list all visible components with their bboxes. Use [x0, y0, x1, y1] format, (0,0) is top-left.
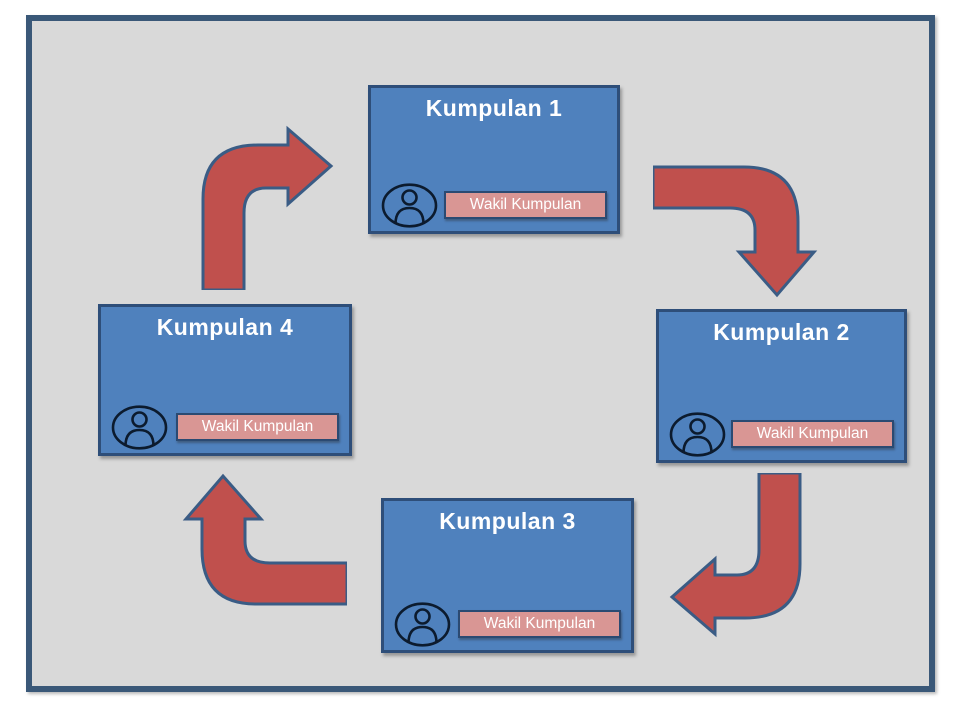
group-title: Kumpulan 1: [425, 95, 563, 121]
wakil-kumpulan-button[interactable]: Wakil Kumpulan: [444, 191, 607, 219]
arrow-k3-to-k4-icon: [182, 473, 347, 606]
group-title: Kumpulan 3: [439, 508, 576, 534]
person-icon: [394, 602, 451, 647]
group-box-kumpulan-1: Kumpulan 1 Wakil Kumpulan: [368, 85, 620, 234]
arrow-k2-to-k3-icon: [669, 473, 802, 638]
wakil-kumpulan-button[interactable]: Wakil Kumpulan: [458, 610, 621, 638]
diagram-frame: Kumpulan 1 Wakil Kumpulan Kumpulan 2 Wak…: [26, 15, 935, 692]
arrow-k4-to-k1-icon: [201, 125, 334, 290]
arrow-k1-to-k2-icon: [653, 165, 818, 298]
person-icon: [381, 183, 438, 228]
group-title: Kumpulan 4: [156, 314, 294, 340]
person-icon: [111, 405, 168, 450]
person-icon: [669, 412, 726, 457]
group-box-kumpulan-3: Kumpulan 3 Wakil Kumpulan: [381, 498, 634, 653]
wakil-kumpulan-button[interactable]: Wakil Kumpulan: [731, 420, 894, 448]
group-box-kumpulan-2: Kumpulan 2 Wakil Kumpulan: [656, 309, 907, 463]
group-title: Kumpulan 2: [713, 319, 850, 345]
group-box-kumpulan-4: Kumpulan 4 Wakil Kumpulan: [98, 304, 352, 456]
wakil-kumpulan-button[interactable]: Wakil Kumpulan: [176, 413, 339, 441]
